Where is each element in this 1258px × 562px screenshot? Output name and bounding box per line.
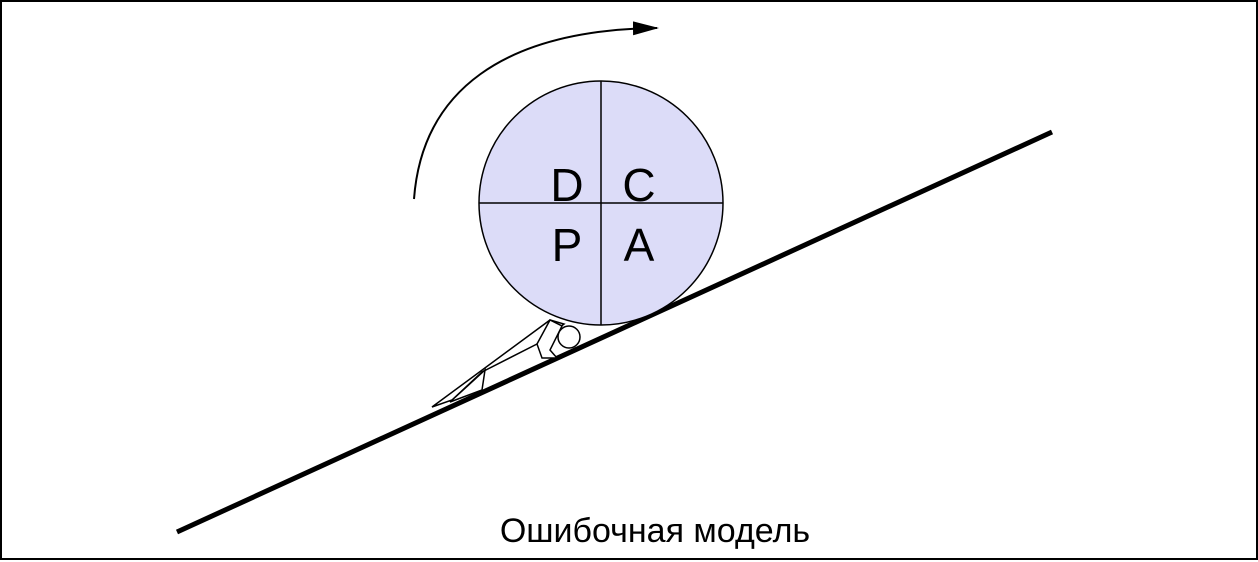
- quadrant-check: C: [622, 159, 655, 211]
- person-head: [557, 325, 581, 349]
- pdca-wheel: D C P A: [478, 80, 724, 326]
- person-figure: [431, 319, 581, 408]
- rotation-arrow: [413, 21, 659, 200]
- slope-line: [175, 129, 1054, 535]
- quadrant-do: D: [550, 159, 583, 211]
- quadrant-act: A: [624, 219, 655, 271]
- diagram-caption: Ошибочная модель: [500, 512, 810, 550]
- quadrant-plan: P: [552, 219, 583, 271]
